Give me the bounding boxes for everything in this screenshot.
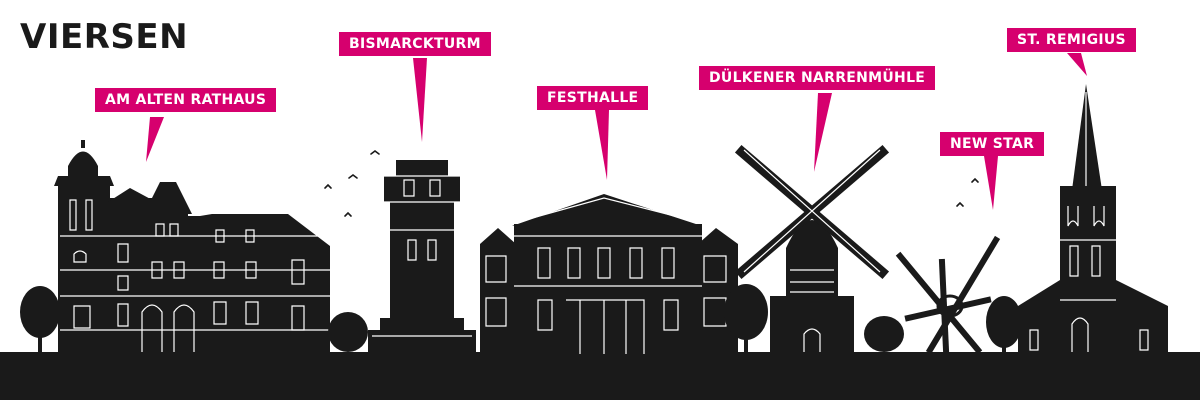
callout-am-alten-rathaus: AM ALTEN RATHAUS [95,88,277,112]
callout-new-star: NEW STAR [940,132,1045,156]
rathaus-building [54,140,330,354]
bird [370,150,380,155]
trees-left [20,286,368,354]
st-remigius-church [1018,84,1168,354]
trees-middle [724,284,904,354]
birds [324,150,979,217]
city-title: VIERSEN [20,17,189,57]
bird [344,211,352,217]
trees-right [986,296,1022,354]
pointer-st-remigius [1067,53,1087,76]
pointer-narrenmuehle [814,93,832,172]
pointer-bismarckturm [413,58,427,142]
callout-festhalle: FESTHALLE [537,86,649,110]
pointer-festhalle [595,110,609,180]
bird [348,174,358,179]
bird [956,201,964,207]
pointer-am-alten-rathaus [146,117,164,162]
callout-st-remigius: ST. REMIGIUS [1007,28,1136,52]
bird [324,183,332,189]
bird [971,177,979,183]
pointer-new-star [984,156,998,210]
callout-duelkener-narrenmuehle: DÜLKENER NARRENMÜHLE [699,66,936,90]
bismarckturm-building [368,160,476,354]
ground [0,352,1200,400]
callout-bismarckturm: BISMARCKTURM [339,32,491,56]
festhalle-building [480,194,738,354]
new-star-sculpture [895,235,1001,355]
narrenmuehle-windmill [734,144,890,354]
callout-pointers [146,53,1087,210]
